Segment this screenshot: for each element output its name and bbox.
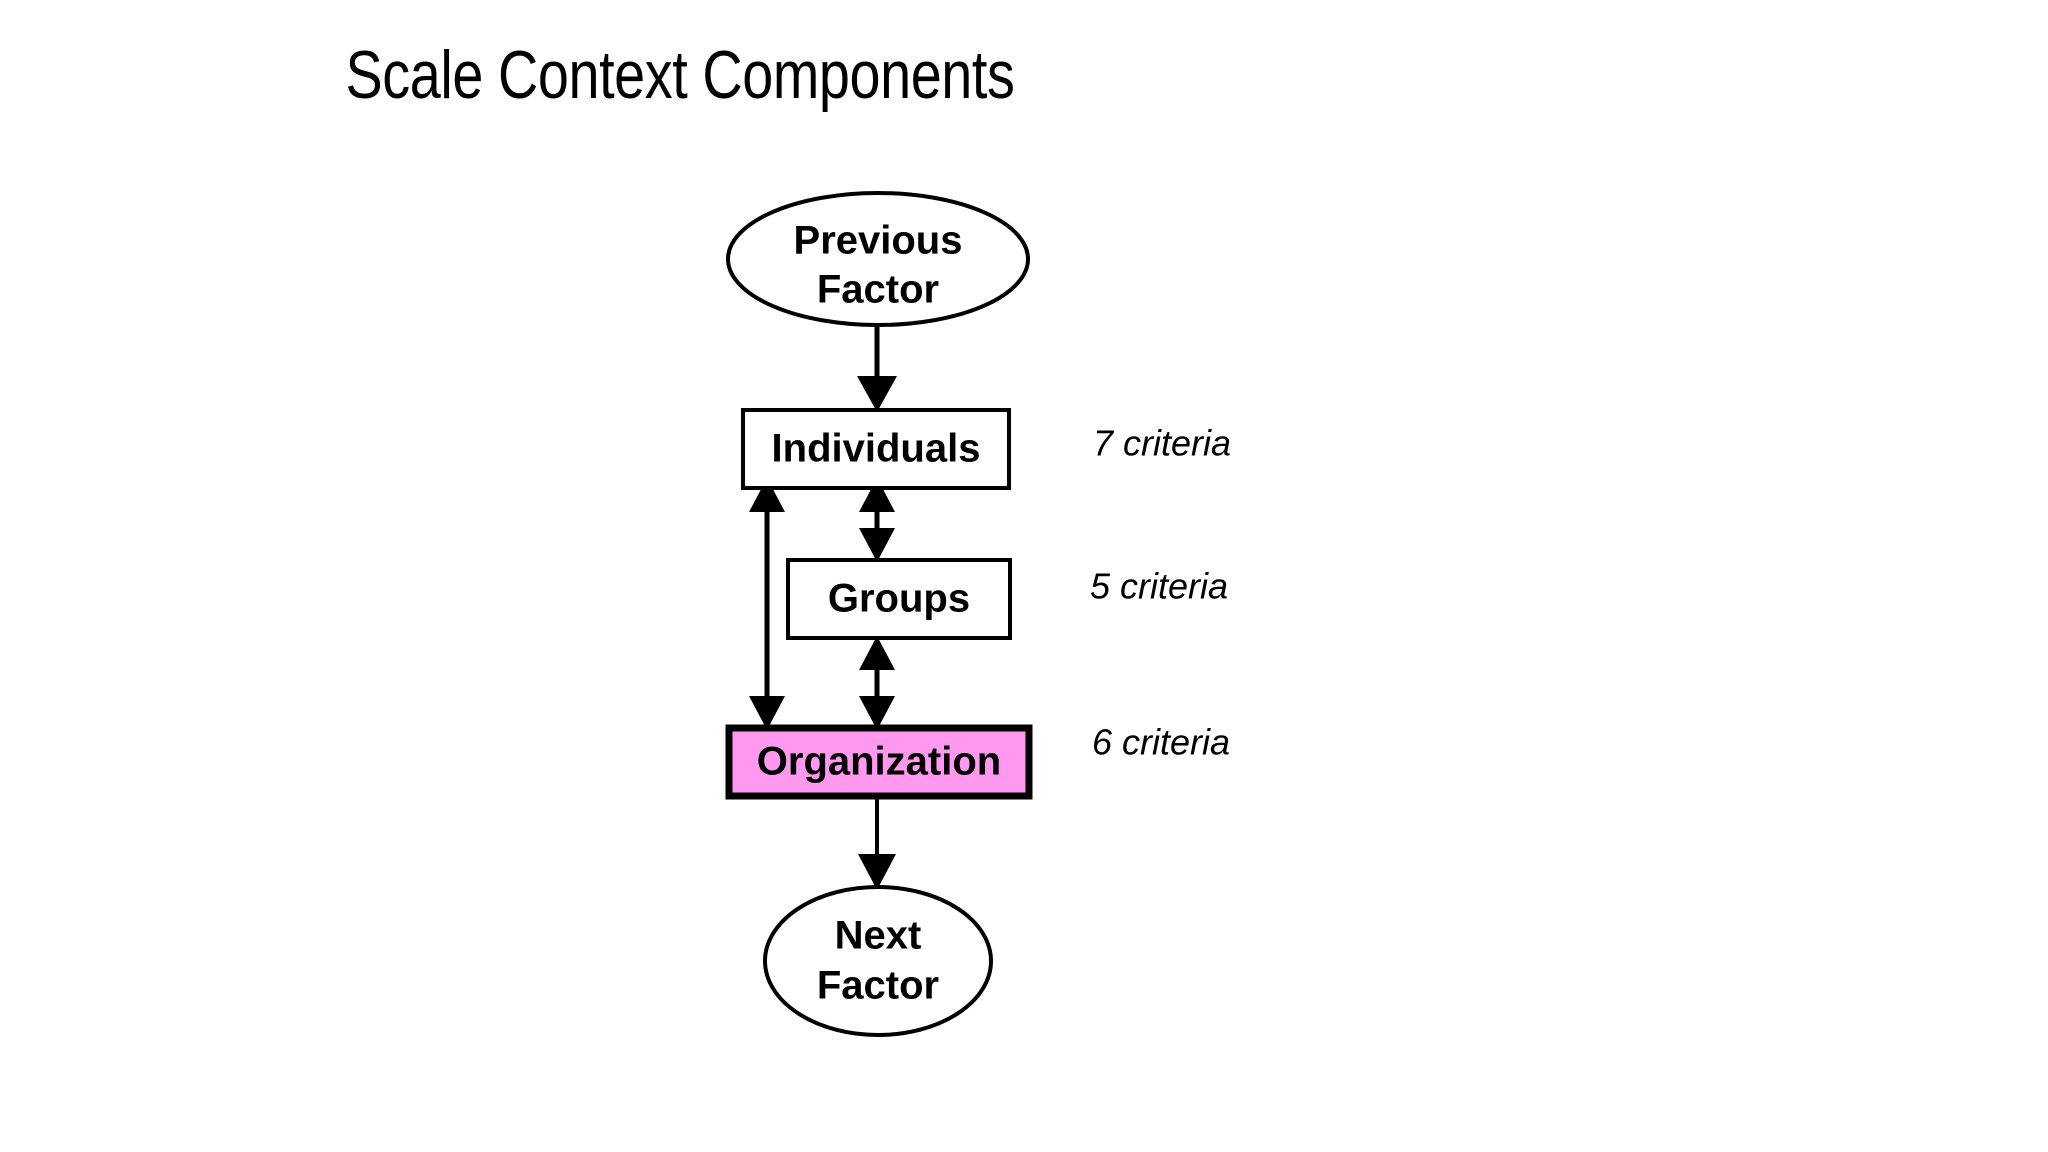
next-factor-label-line1: Next (835, 914, 922, 958)
arrowhead-down-icon (858, 854, 896, 890)
arrowhead-down-icon (859, 696, 895, 730)
individuals-criteria-label: 7 criteria (1093, 423, 1231, 464)
next-factor-ellipse[interactable] (763, 885, 993, 1037)
arrowhead-down-icon (749, 696, 785, 730)
arrowhead-up-icon (859, 478, 895, 512)
organization-box[interactable] (725, 724, 1033, 800)
organization-label: Organization (757, 740, 1001, 784)
arrowhead-up-icon (859, 636, 895, 670)
node-organization[interactable]: Organization (725, 724, 1033, 800)
node-groups[interactable]: Groups (786, 558, 1012, 640)
node-previous-factor[interactable]: Previous Factor (726, 191, 1030, 327)
edge-individuals-to-groups (859, 478, 895, 562)
arrowhead-down-icon (859, 528, 895, 562)
node-individuals[interactable]: Individuals (741, 408, 1011, 490)
arrowhead-down-icon (857, 376, 897, 412)
previous-factor-label-line2: Factor (817, 268, 939, 312)
arrowhead-up-icon (749, 478, 785, 512)
edge-individuals-to-organization (749, 478, 785, 730)
groups-box[interactable] (786, 558, 1012, 640)
previous-factor-label-line1: Previous (794, 219, 963, 263)
previous-factor-ellipse[interactable] (726, 191, 1030, 327)
node-next-factor[interactable]: Next Factor (763, 885, 993, 1037)
organization-criteria-label: 6 criteria (1092, 722, 1230, 763)
edge-previous-factor-to-individuals (857, 325, 897, 412)
individuals-label: Individuals (772, 427, 981, 471)
individuals-box[interactable] (741, 408, 1011, 490)
next-factor-label-line2: Factor (817, 964, 939, 1008)
edge-groups-to-organization (859, 636, 895, 730)
page-title: Scale Context Components (345, 37, 1015, 113)
groups-criteria-label: 5 criteria (1090, 566, 1228, 607)
edge-organization-to-next-factor (858, 797, 896, 890)
groups-label: Groups (828, 577, 970, 621)
